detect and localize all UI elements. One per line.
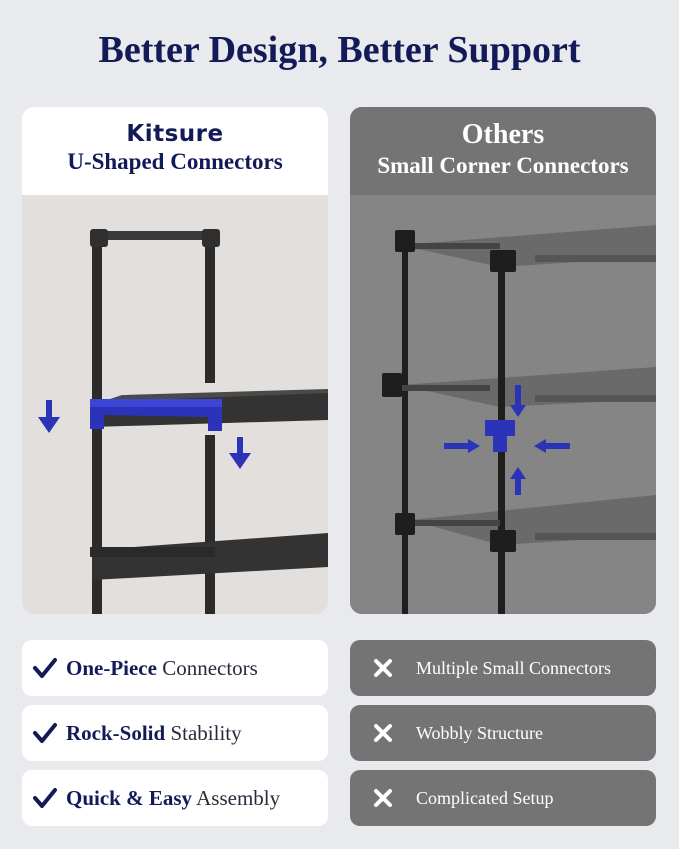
kitsure-card-subtitle: U-Shaped Connectors: [67, 149, 283, 174]
drawback-wobbly: Wobbly Structure: [350, 705, 656, 761]
others-card-title: Others: [461, 119, 545, 150]
small-corner-connector-photo: [350, 195, 656, 614]
feature-bold: One-Piece: [66, 655, 157, 680]
feature-bold: Quick & Easy: [66, 785, 193, 810]
check-icon: [33, 788, 57, 808]
feature-rest: Stability: [165, 720, 242, 745]
drawback-multiple-connectors: Multiple Small Connectors: [350, 640, 656, 696]
x-icon: [374, 724, 392, 742]
feature-quick-easy: Quick & Easy Assembly: [22, 770, 328, 826]
headline: Better Design, Better Support: [98, 29, 581, 71]
feature-label: Rock-Solid Stability: [66, 721, 242, 746]
feature-rest: Connectors: [156, 655, 258, 680]
drawback-label: Wobbly Structure: [416, 722, 544, 743]
brand-logo: Kitsure: [126, 121, 224, 147]
feature-rest: Assembly: [192, 785, 281, 810]
others-card: Others Small Corner Connectors: [350, 107, 656, 614]
kitsure-card: Kitsure U-Shaped Connectors: [22, 107, 328, 614]
x-icon: [374, 659, 392, 677]
x-icon: [374, 789, 392, 807]
feature-bold: Rock-Solid: [66, 720, 166, 745]
drawback-label: Complicated Setup: [416, 787, 554, 808]
drawback-complicated: Complicated Setup: [350, 770, 656, 826]
feature-label: Quick & Easy Assembly: [66, 786, 280, 811]
kitsure-card-header: Kitsure U-Shaped Connectors: [22, 107, 328, 195]
feature-one-piece: One-Piece Connectors: [22, 640, 328, 696]
others-card-header: Others Small Corner Connectors: [350, 107, 656, 195]
feature-label: One-Piece Connectors: [66, 656, 258, 681]
u-shaped-connector-photo: [22, 195, 328, 614]
feature-rock-solid: Rock-Solid Stability: [22, 705, 328, 761]
drawback-label: Multiple Small Connectors: [416, 657, 611, 678]
check-icon: [33, 723, 57, 743]
others-card-subtitle: Small Corner Connectors: [377, 153, 629, 178]
check-icon: [33, 658, 57, 678]
